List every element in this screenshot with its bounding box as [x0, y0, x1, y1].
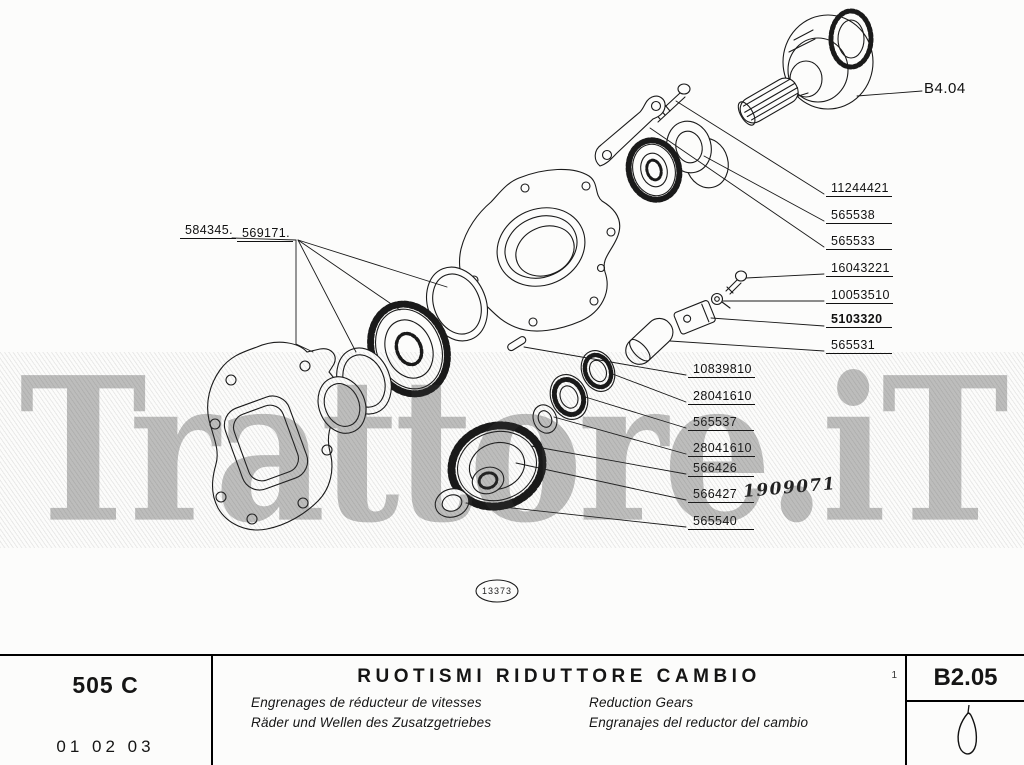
bracket-lever	[594, 95, 666, 167]
thrust-washer	[532, 404, 558, 434]
splined-hub-gear	[625, 137, 683, 203]
drawing-date: 01 02 03	[56, 737, 155, 756]
subtitle-german: Räder und Wellen des Zusatzgetriebes	[251, 715, 492, 730]
subtitle-english: Reduction Gears	[589, 695, 694, 710]
subtitle-french: Engrenages de réducteur de vitesses	[251, 695, 482, 710]
needle-bearings	[532, 350, 616, 434]
left-ref-label-2: 569171.	[237, 226, 293, 242]
drawing-title: RUOTISMI RIDUTTORE CAMBIO	[357, 666, 761, 687]
stamp-oval: 13373	[475, 579, 519, 603]
revision-symbol-cell	[907, 702, 1024, 765]
drive-shaft-assembly	[737, 8, 874, 126]
left-ref-label-1: 584345.	[180, 223, 236, 239]
part-number-label: 565533	[826, 234, 892, 250]
part-number-label: 5103320	[826, 312, 892, 328]
title-block-center-cell: 1 RUOTISMI RIDUTTORE CAMBIO Engrenages d…	[213, 656, 905, 765]
part-number-label: 565538	[826, 208, 892, 224]
housing-plate	[207, 341, 341, 531]
title-block-right-cell: B2.05	[905, 656, 1024, 765]
part-number-label: 11244421	[826, 181, 892, 197]
synchro-gear	[367, 300, 451, 398]
leader-lines	[231, 90, 923, 528]
part-number-label: 10053510	[826, 288, 893, 304]
part-number-label: 565540	[688, 514, 754, 530]
revision-symbol-icon	[956, 704, 977, 755]
exploded-diagram: 13373	[207, 8, 923, 603]
cylinder-pin	[625, 317, 674, 365]
title-block: 505 C 01 02 03 1 RUOTISMI RIDUTTORE CAMB…	[0, 654, 1024, 765]
seal-rings-pair	[317, 347, 392, 434]
corner-mark: 1	[891, 670, 897, 681]
subtitle-spanish: Engranajes del reductor del cambio	[589, 715, 809, 730]
drawing-subtitles: Engrenages de réducteur de vitesses Redu…	[213, 695, 905, 730]
part-number-label: 16043221	[826, 261, 893, 277]
title-block-left-cell: 505 C 01 02 03	[0, 656, 213, 765]
part-number-label: 566426	[688, 461, 754, 477]
part-number-label: 565537	[688, 415, 754, 431]
part-number-label: 28041610	[688, 441, 755, 457]
reduction-gear	[447, 421, 547, 511]
ref-b404-label: B4.04	[924, 80, 966, 97]
part-number-label: 566427	[688, 487, 754, 503]
small-bolt	[725, 270, 748, 295]
spacer-ring	[434, 488, 470, 518]
part-number-label: 28041610	[688, 389, 755, 405]
drawing-code: 505 C	[72, 672, 139, 698]
lock-plate	[673, 300, 716, 335]
retainer-clip	[710, 292, 731, 309]
sheet-ref: B2.05	[907, 656, 1024, 702]
carrier-plate	[458, 168, 621, 332]
roll-pin	[507, 336, 527, 352]
part-number-label: 565531	[826, 338, 892, 354]
part-number-label: 10839810	[688, 362, 755, 378]
stamp-number: 13373	[482, 586, 512, 596]
